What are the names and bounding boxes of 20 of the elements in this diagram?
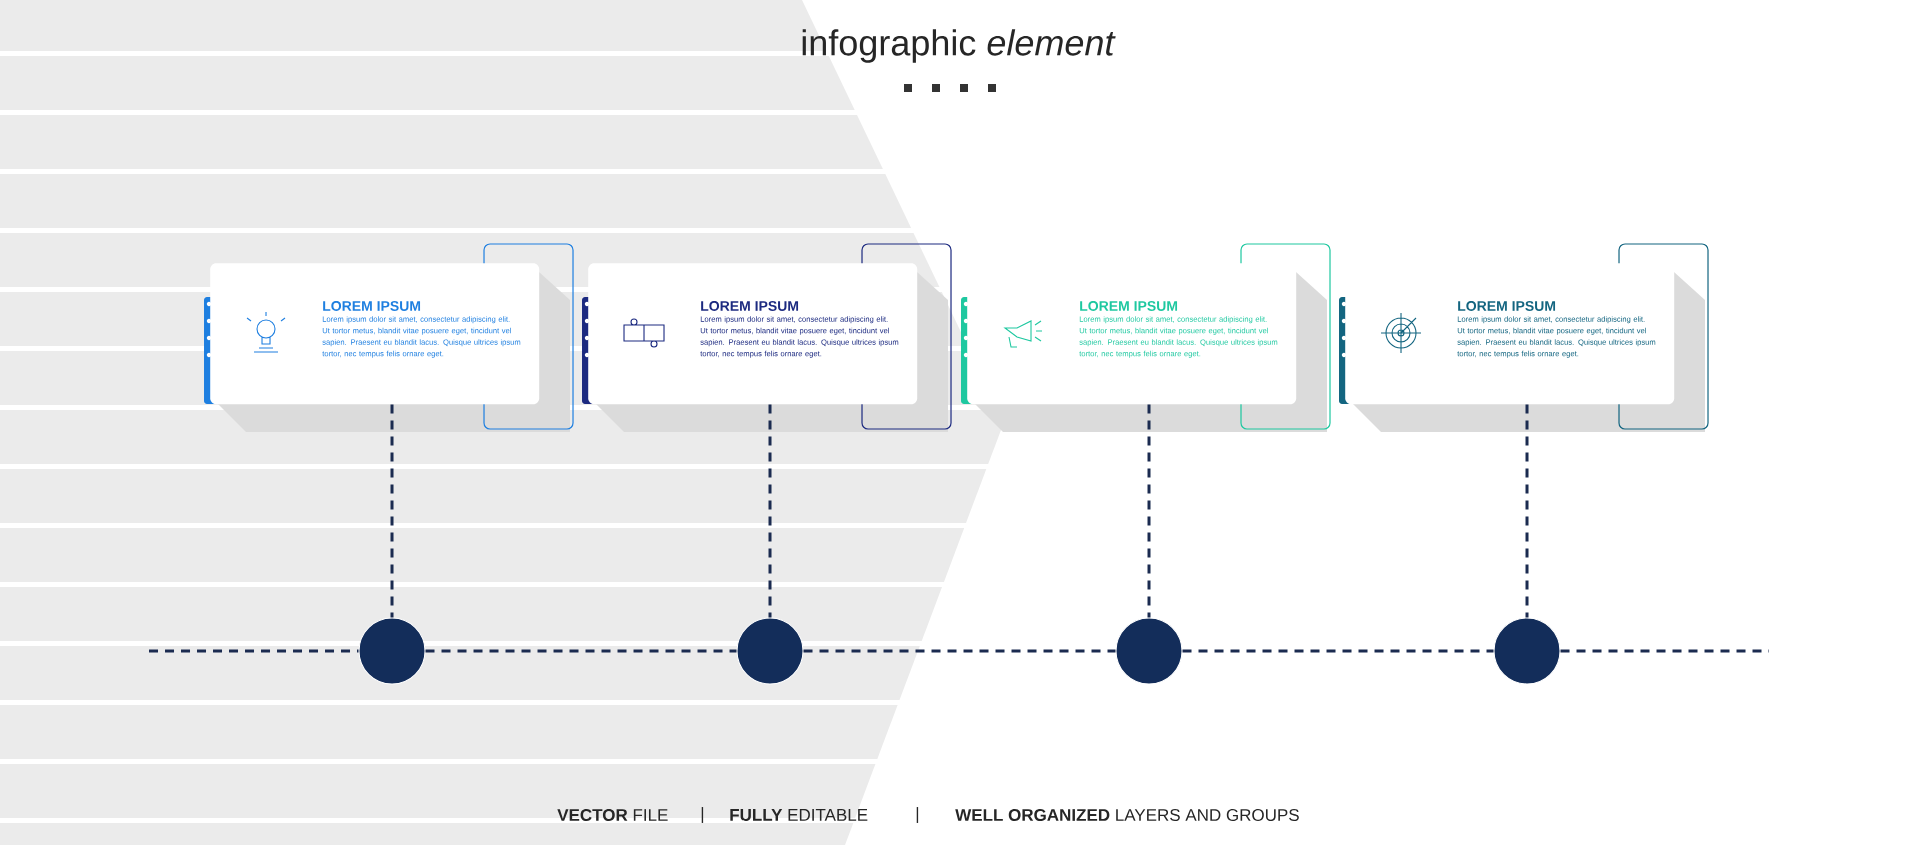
- timeline-dot: [1493, 617, 1561, 685]
- dashed-connector: [1182, 649, 1494, 653]
- separator: |: [701, 807, 704, 823]
- timeline-dot: [358, 617, 426, 685]
- timeline-dot: [1115, 617, 1183, 685]
- dashed-connector: [1525, 404, 1529, 618]
- timeline-dot: [736, 617, 804, 685]
- dashed-connector: [768, 404, 772, 618]
- title: infographic element: [802, 29, 1116, 63]
- dashed-connector: [390, 404, 394, 618]
- footer-text: FULLY EDITABLE: [730, 809, 868, 821]
- dashed-connector: [425, 649, 737, 653]
- dashed-connector: [149, 649, 359, 653]
- node-label: LOREM IPSUM: [1080, 301, 1178, 311]
- separator: |: [916, 807, 919, 823]
- node-label: LOREM IPSUM: [1458, 301, 1556, 311]
- footer-text: WELL ORGANIZED LAYERS AND GROUPS: [955, 809, 1299, 821]
- footer-text: VECTOR FILE: [557, 809, 668, 821]
- dashed-connector: [1147, 404, 1151, 618]
- dashed-connector: [803, 649, 1116, 653]
